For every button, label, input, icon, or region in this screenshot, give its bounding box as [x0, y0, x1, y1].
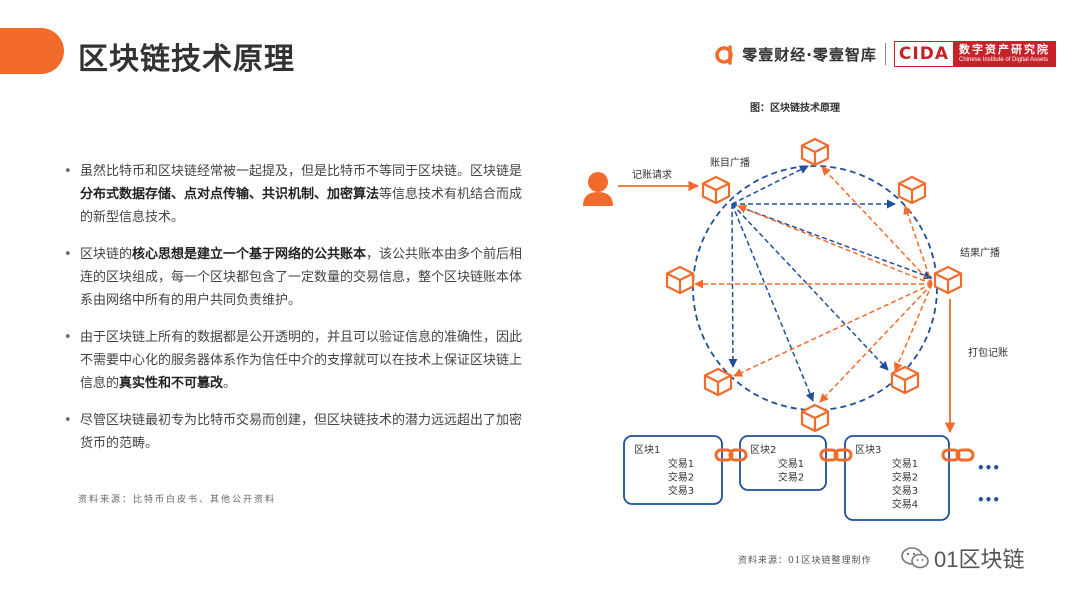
node-cube-icon	[800, 403, 830, 433]
source-note-left: 资料来源：比特币白皮书、其他公开资料	[78, 495, 277, 505]
chain-link-icon	[819, 448, 853, 462]
brand-name: 零壹财经·零壹智库	[742, 45, 877, 64]
bullet-emphasis: 核心思想是建立一个基于网络的公共账本	[132, 247, 367, 262]
diagram-title: 图：区块链技术原理	[750, 103, 840, 114]
block-name: 区块2	[750, 444, 776, 456]
result-arrow	[903, 205, 933, 285]
node-cube-icon	[701, 175, 731, 205]
bullet-text: 。	[223, 376, 237, 391]
ellipsis: •••	[977, 461, 1000, 475]
cida-cn: 数字资产研究院	[959, 43, 1050, 56]
bullet-item: 尽管区块链最初专为比特币交易而创建，但区块链技术的潜力远远超出了加密货币的范畴。	[64, 409, 534, 455]
brand-logo-icon	[715, 45, 733, 65]
user-icon	[588, 172, 608, 192]
bullet-item: 虽然比特币和区块链经常被一起提及，但是比特币不等同于区块链。区块链是分布式数据存…	[64, 160, 534, 229]
broadcast-arrow	[731, 203, 889, 371]
bullet-list: 虽然比特币和区块链经常被一起提及，但是比特币不等同于区块链。区块链是分布式数据存…	[64, 160, 534, 469]
broadcast-arrow	[731, 165, 809, 205]
block-transaction: 交易2	[668, 471, 694, 484]
label-pack: 打包记账	[968, 346, 1008, 359]
bullet-text: 虽然比特币和区块链经常被一起提及，但是比特币不等同于区块链。区块链是	[80, 164, 523, 179]
brand-area: 零壹财经·零壹智库 CIDA 数字资产研究院 Chinese Institute…	[714, 40, 1056, 68]
node-cube-icon	[665, 265, 695, 295]
label-request: 记账请求	[632, 168, 672, 181]
bullet-text: 尽管区块链最初专为比特币交易而创建，但区块链技术的潜力远远超出了加密货币的范畴。	[80, 413, 523, 451]
source-note-right: 资料来源：01区块链整理制作	[738, 556, 872, 566]
block-name: 区块1	[634, 444, 660, 456]
user-body-icon	[583, 192, 613, 206]
result-arrow	[821, 166, 933, 285]
cida-logo: CIDA 数字资产研究院 Chinese Institute of Digita…	[893, 41, 1056, 67]
bullet-item: 区块链的核心思想是建立一个基于网络的公共账本，该公共账本由多个前后相连的区块组成…	[64, 243, 534, 312]
bullet-text: 等信息技术有机结合而成的新型信息技术。	[80, 187, 523, 225]
page-title: 区块链技术原理	[78, 42, 295, 77]
broadcast-arrow	[728, 203, 738, 368]
block-box	[739, 435, 827, 491]
broadcast-arrow	[731, 203, 933, 280]
node-cube-icon	[890, 365, 920, 395]
result-arrow	[894, 283, 933, 372]
bullet-text: 由于区块链上所有的数据都是公开透明的，并且可以验证信息的准确性，因此不需要中心化…	[80, 330, 523, 391]
block-transaction: 交易2	[778, 471, 804, 484]
wechat-icon	[901, 547, 929, 569]
header-accent-tab	[0, 28, 64, 74]
bullet-text: 区块链的	[80, 247, 133, 262]
ellipsis: •••	[977, 493, 1000, 507]
label-result-broadcast: 结果广播	[960, 246, 1000, 259]
result-arrow	[819, 283, 933, 403]
watermark: 01区块链	[900, 542, 1024, 574]
block-name: 区块3	[855, 444, 881, 456]
block-transaction: 交易2	[892, 471, 918, 484]
node-cube-icon	[933, 265, 963, 295]
cida-en: Chinese Institute of Digital Assets	[959, 57, 1049, 63]
label-ledger-broadcast: 账目广播	[710, 156, 750, 169]
block-transaction: 交易1	[778, 457, 804, 470]
node-cube-icon	[800, 137, 830, 167]
block-transaction: 交易3	[668, 484, 694, 497]
node-cube-icon	[703, 367, 733, 397]
bullet-item: 由于区块链上所有的数据都是公开透明的，并且可以验证信息的准确性，因此不需要中心化…	[64, 326, 534, 395]
bullet-text: ，该公共账本由多个前后相连的区块组成，每一个区块都包含了一定数量的交易信息，整个…	[80, 247, 523, 308]
broadcast-arrow	[731, 203, 815, 402]
block-box	[623, 435, 723, 505]
chain-link-icon	[941, 448, 975, 462]
cida-mark: CIDA	[895, 42, 954, 66]
block-transaction: 交易4	[892, 498, 918, 511]
bullet-emphasis: 分布式数据存储、点对点传输、共识机制、加密算法	[80, 187, 380, 202]
bullet-emphasis: 真实性和不可篡改	[119, 376, 224, 391]
chain-link-icon	[714, 448, 748, 462]
brand-separator	[884, 43, 886, 65]
cida-text: 数字资产研究院 Chinese Institute of Digital Ass…	[954, 42, 1055, 66]
node-cube-icon	[897, 175, 927, 205]
blockchain-diagram: 记账请求账目广播结果广播打包记账区块1交易1交易2交易3区块2交易1交易2区块3…	[583, 137, 1008, 521]
result-arrow	[737, 204, 933, 285]
result-arrow	[733, 283, 933, 377]
watermark-text: 01区块链	[934, 547, 1025, 572]
block-box	[844, 435, 950, 521]
block-transaction: 交易1	[668, 457, 694, 470]
block-transaction: 交易3	[892, 484, 918, 497]
block-transaction: 交易1	[892, 457, 918, 470]
